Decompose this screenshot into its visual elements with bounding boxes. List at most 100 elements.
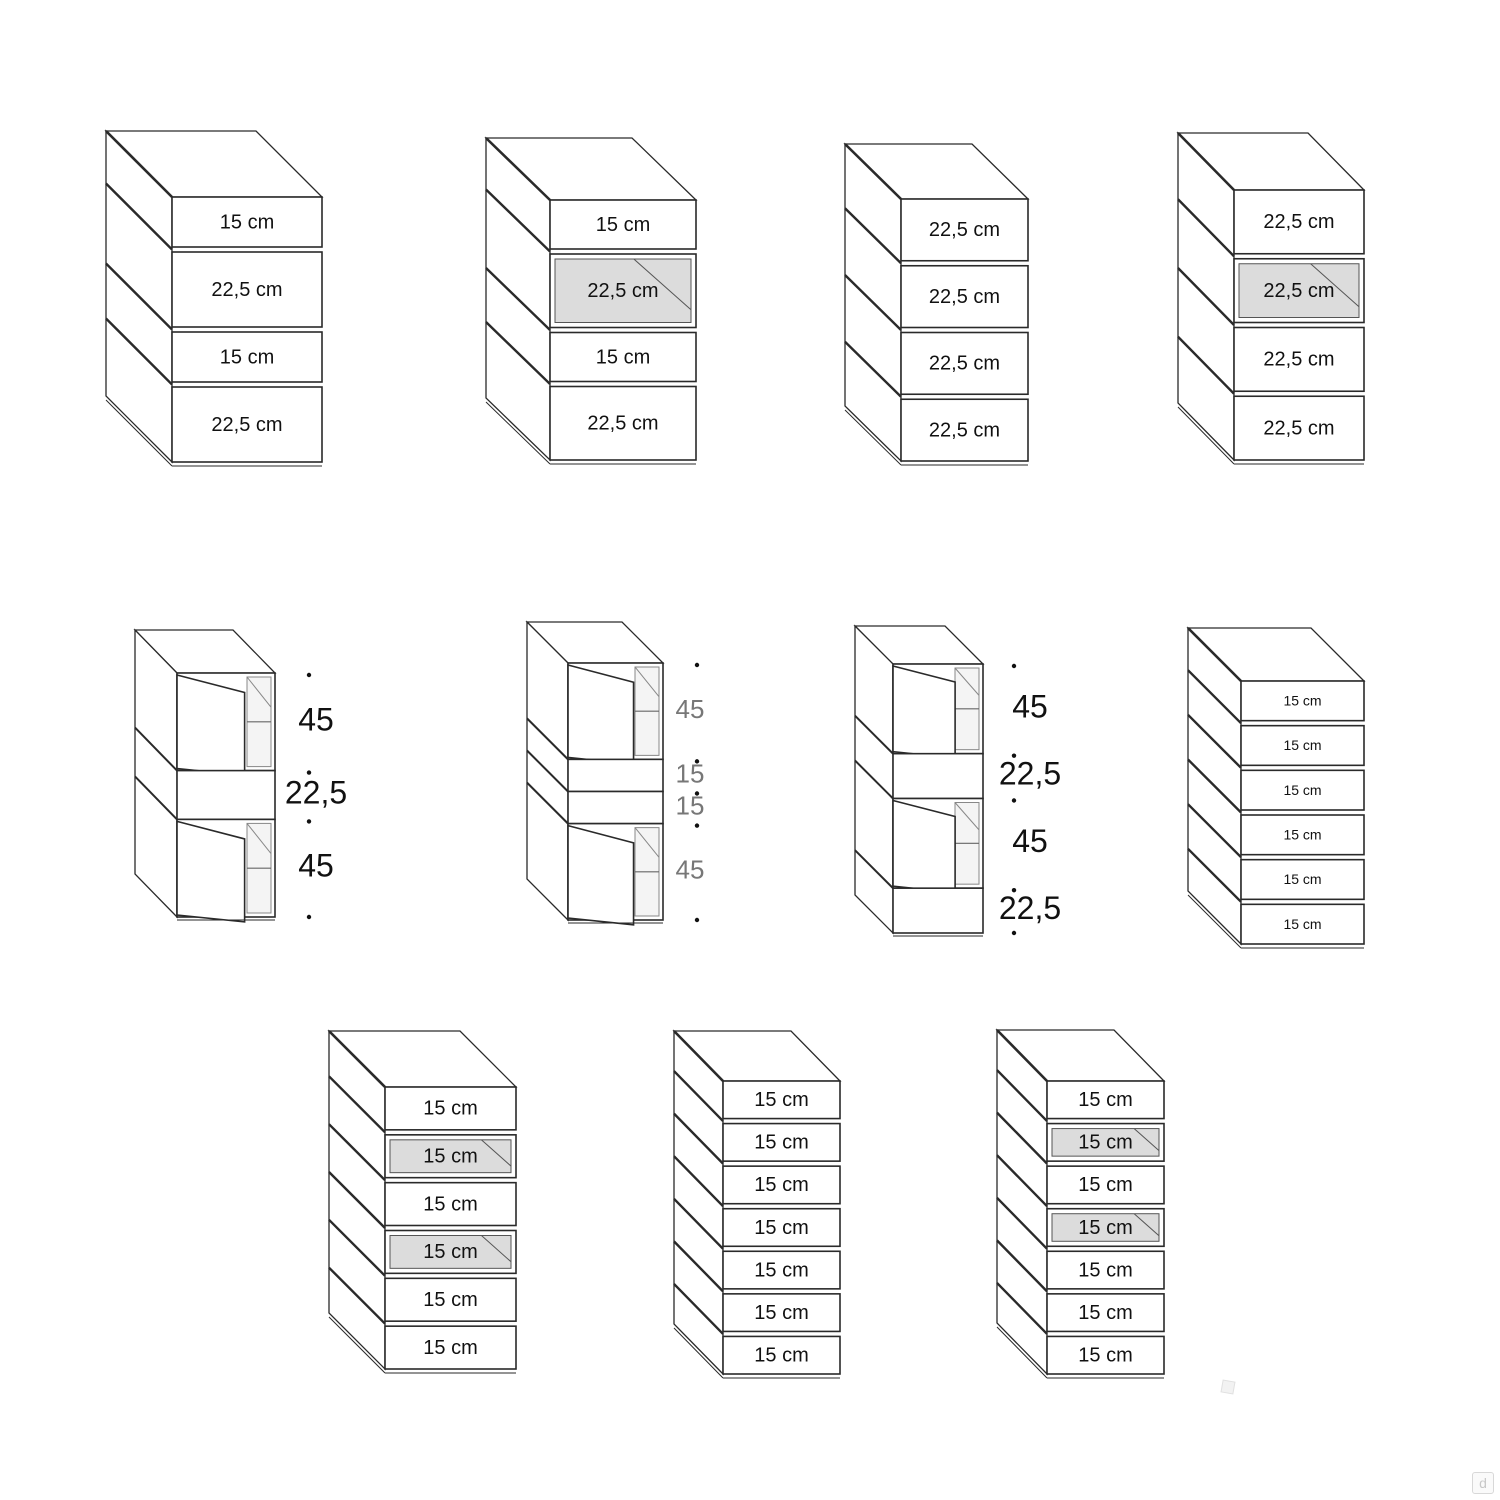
dimension-label: 15 bbox=[676, 758, 705, 788]
drawer-front bbox=[722, 1335, 841, 1375]
drawer-label: 22,5 cm bbox=[1263, 280, 1334, 302]
drawer-label: 15 cm bbox=[754, 1259, 808, 1281]
dimension-tick bbox=[1011, 798, 1017, 803]
cabinet-door bbox=[176, 673, 246, 777]
cabinet-panel bbox=[892, 887, 984, 934]
dimension-tick bbox=[306, 672, 312, 678]
drawer-separator bbox=[328, 1123, 386, 1182]
drawer-front bbox=[1046, 1293, 1165, 1333]
watermark-logo: d bbox=[1472, 1472, 1494, 1494]
interior-diagonal bbox=[954, 802, 980, 831]
drawer-front bbox=[549, 385, 697, 461]
drawer-front bbox=[1240, 680, 1365, 722]
drawer-front bbox=[1046, 1080, 1165, 1120]
drawer-front bbox=[1046, 1250, 1165, 1290]
interior-diagonal bbox=[634, 827, 660, 858]
drawer-label: 22,5 cm bbox=[211, 414, 282, 436]
cabinet-panel bbox=[892, 752, 984, 800]
open-compartment bbox=[1051, 1128, 1160, 1157]
drawer-separator bbox=[328, 1218, 386, 1277]
drawer-label: 22,5 cm bbox=[587, 280, 658, 302]
cabinet-door bbox=[892, 799, 956, 894]
drawer-front bbox=[900, 331, 1029, 396]
open-compartment bbox=[389, 1139, 512, 1174]
drawer-separator bbox=[1187, 803, 1242, 859]
cabinet-door bbox=[567, 824, 635, 926]
dimension-tick bbox=[1011, 930, 1017, 936]
open-compartment bbox=[554, 258, 692, 323]
side-face bbox=[673, 1029, 724, 1376]
interior-diagonal bbox=[634, 666, 660, 698]
drawer-label: 15 cm bbox=[1078, 1217, 1132, 1239]
drawer-front bbox=[722, 1207, 841, 1248]
drawer-label: 22,5 cm bbox=[1263, 211, 1334, 233]
side-face bbox=[134, 628, 178, 919]
dimension-tick bbox=[1011, 753, 1017, 758]
drawer-separator bbox=[105, 262, 173, 331]
drawer-front bbox=[722, 1122, 841, 1162]
module-separator bbox=[526, 717, 569, 761]
compartment-diagonal bbox=[1133, 1128, 1160, 1152]
drawer-separator bbox=[485, 321, 551, 385]
drawer-separator bbox=[1187, 847, 1242, 903]
dimension-label: 45 bbox=[1012, 688, 1048, 724]
drawer-front bbox=[900, 264, 1029, 329]
open-compartment bbox=[1051, 1213, 1160, 1242]
module-separator bbox=[854, 714, 894, 755]
drawer-front bbox=[1046, 1165, 1165, 1205]
dimension-label: 45 bbox=[298, 848, 334, 884]
base-line bbox=[844, 409, 902, 466]
drawer-label: 15 cm bbox=[423, 1193, 477, 1215]
drawer-separator bbox=[996, 1111, 1048, 1165]
drawer-front bbox=[171, 331, 323, 383]
dimension-label: 45 bbox=[298, 701, 334, 737]
module-separator bbox=[854, 759, 894, 800]
drawer-front bbox=[722, 1250, 841, 1290]
module-separator bbox=[526, 781, 569, 825]
edge-line bbox=[673, 1030, 724, 1082]
drawer-separator bbox=[1177, 335, 1235, 395]
drawer-front bbox=[1046, 1335, 1165, 1375]
base-line bbox=[996, 1326, 1048, 1379]
drawer-label: 15 cm bbox=[1283, 916, 1321, 932]
dimension-label: 15 bbox=[676, 790, 705, 820]
drawer-label: 22,5 cm bbox=[1263, 349, 1334, 371]
module-separator bbox=[854, 849, 894, 889]
compartment-diagonal bbox=[1133, 1213, 1160, 1237]
edge-line bbox=[485, 137, 551, 201]
dimension-tick bbox=[694, 791, 700, 796]
base-line bbox=[328, 1316, 386, 1374]
side-face bbox=[996, 1028, 1048, 1376]
dimension-tick bbox=[306, 770, 312, 775]
drawer-front bbox=[1240, 724, 1365, 767]
drawer-separator bbox=[105, 182, 173, 251]
drawer-front bbox=[384, 1277, 517, 1322]
compartment-diagonal bbox=[1310, 263, 1360, 308]
drawer-front bbox=[722, 1165, 841, 1205]
dimension-label: 22,5 bbox=[999, 890, 1061, 926]
edge-line bbox=[105, 130, 173, 198]
drawer-separator bbox=[673, 1155, 724, 1208]
drawer-front bbox=[1240, 814, 1365, 856]
drawer-separator bbox=[996, 1239, 1048, 1293]
drawer-front bbox=[1233, 395, 1365, 461]
dimension-tick bbox=[1011, 663, 1017, 669]
interior-diagonal bbox=[246, 676, 272, 708]
drawer-front bbox=[722, 1293, 841, 1333]
drawer-label: 22,5 cm bbox=[929, 286, 1000, 308]
drawer-separator bbox=[1187, 758, 1242, 814]
drawer-separator bbox=[673, 1112, 724, 1165]
drawer-separator bbox=[328, 1075, 386, 1134]
drawer-separator bbox=[844, 274, 902, 331]
drawer-label: 22,5 cm bbox=[587, 413, 658, 435]
drawer-separator bbox=[1187, 713, 1242, 769]
interior-diagonal bbox=[246, 823, 272, 854]
drawer-front bbox=[549, 331, 697, 383]
drawer-label: 22,5 cm bbox=[929, 219, 1000, 241]
cabinet-panel bbox=[176, 769, 276, 821]
